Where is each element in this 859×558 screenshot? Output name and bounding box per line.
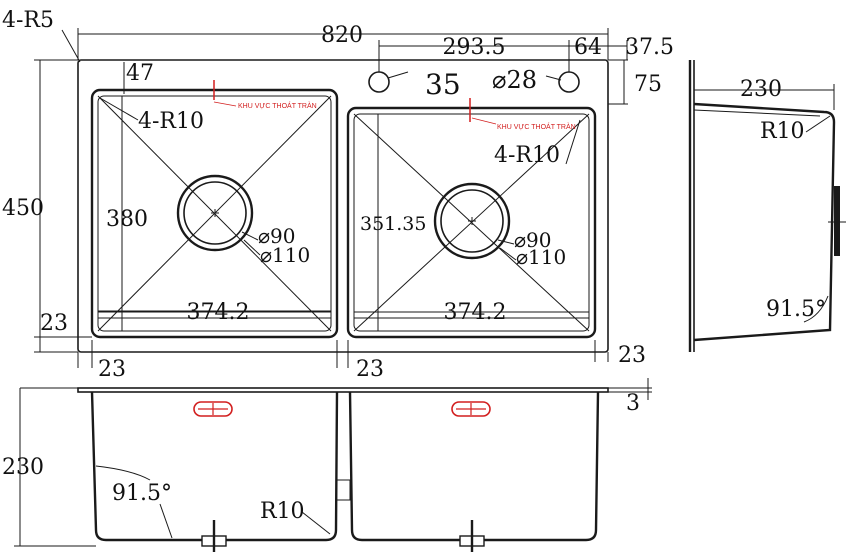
- front-left-overflow-slot: [193, 401, 233, 417]
- right-drain-inner-label: ⌀90: [514, 228, 552, 252]
- side-view: 230 R10 91.5°: [688, 60, 846, 352]
- left-drain-outer: [176, 174, 254, 252]
- front-height-label: 230: [2, 455, 44, 480]
- front-rim-thickness-label: 3: [626, 391, 640, 416]
- left-basin-width-label: 374.2: [187, 300, 250, 325]
- flange-depth-label: 47: [126, 61, 154, 86]
- tap-row-depth-label: 75: [634, 72, 662, 97]
- side-angle-label: 91.5°: [766, 297, 826, 322]
- left-basin-depth-label: 380: [106, 207, 148, 232]
- tap-spacing-label: 293.5: [443, 35, 506, 60]
- right-drain-inner: [440, 189, 504, 253]
- left-drain-outer-label: ⌀110: [260, 243, 310, 267]
- front-angle-label: 91.5°: [112, 481, 172, 506]
- front-right-overflow-slot: [451, 401, 491, 417]
- tap-hole-depth-label: 35: [425, 68, 461, 101]
- tap-hole-left: [368, 71, 390, 93]
- side-drain-outlet: [834, 186, 840, 256]
- bottom-margin-label: 23: [40, 311, 68, 336]
- outer-corner-radius-label: 4-R5: [2, 8, 54, 33]
- front-rim: [77, 387, 609, 393]
- side-width-label: 230: [740, 77, 782, 102]
- front-right-bowl: [348, 391, 600, 542]
- tap-hole-diameter-label: ⌀28: [492, 66, 537, 94]
- right-corner-radius-label: 4-R10: [494, 143, 560, 168]
- front-radius-label: R10: [260, 499, 305, 524]
- right-basin-depth-label: 351.35: [360, 213, 426, 235]
- right-margin-label: 23: [618, 343, 646, 368]
- right-drain-outer: [433, 182, 511, 260]
- tap-holes: 293.5 64 37.5 75 35 ⌀28: [368, 35, 674, 105]
- left-corner-radius-label: 4-R10: [138, 109, 204, 134]
- right-basin: KHU VỰC THOÁT TRÀN 4-R10 351.35 374.2 ⌀9…: [346, 98, 597, 339]
- front-view: 230 91.5° R10 3: [2, 378, 652, 552]
- top-view: 820 4-R5 450 47 KHU VỰC THOÁT: [2, 8, 674, 382]
- deck-outline: [77, 59, 609, 353]
- left-basin: KHU VỰC THOÁT TRÀN 4-R10 380 374.2 ⌀90 ⌀…: [90, 80, 339, 339]
- left-drain-inner: [183, 181, 247, 245]
- center-divider-label: 23: [356, 357, 384, 382]
- overall-width-label: 820: [321, 23, 363, 48]
- side-profile: [693, 102, 836, 342]
- left-drain-inner-label: ⌀90: [258, 224, 296, 248]
- right-overflow-label: KHU VỰC THOÁT TRÀN: [497, 122, 576, 131]
- overall-depth-label: 450: [2, 196, 44, 221]
- right-basin-width-label: 374.2: [444, 300, 507, 325]
- tap-hole-right: [558, 71, 580, 93]
- tap-offset-label: 64: [574, 35, 602, 60]
- left-side-margin-label: 23: [98, 357, 126, 382]
- tap-edge-offset-label: 37.5: [625, 35, 674, 60]
- left-overflow-label: KHU VỰC THOÁT TRÀN: [238, 101, 317, 110]
- right-drain-outer-label: ⌀110: [516, 245, 566, 269]
- side-radius-label: R10: [760, 119, 805, 144]
